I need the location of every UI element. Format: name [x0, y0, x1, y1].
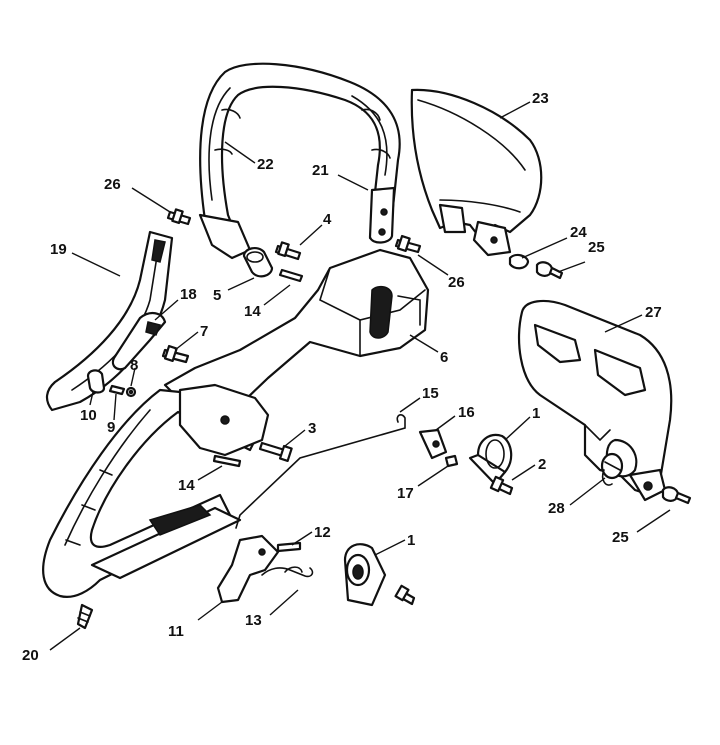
callout-5: 5	[213, 287, 221, 304]
callout-6: 6	[440, 349, 448, 366]
callout-28: 28	[548, 500, 565, 517]
callout-20: 20	[22, 647, 39, 664]
screw-2	[489, 475, 514, 496]
av-buffer-1-lower	[343, 543, 387, 607]
callout-18: 18	[180, 286, 197, 303]
callout-8: 8	[130, 357, 138, 374]
callout-4: 4	[323, 211, 332, 228]
callout-1-upper: 1	[532, 405, 540, 422]
screw-17	[444, 454, 459, 468]
leader-lines	[49, 101, 671, 651]
pin-12	[276, 541, 302, 553]
callout-26-upper: 26	[104, 176, 121, 193]
screw-25-lower	[661, 486, 692, 505]
rod-15	[235, 414, 406, 529]
pin-14-upper	[278, 268, 304, 283]
guard-23	[410, 88, 543, 270]
sleeve-10	[86, 369, 106, 394]
callout-17: 17	[397, 485, 414, 502]
callout-2: 2	[538, 456, 546, 473]
bushing-5	[242, 246, 274, 278]
screw-1-lower	[394, 584, 416, 606]
callout-25-upper: 25	[588, 239, 605, 256]
callout-21: 21	[312, 162, 329, 179]
callout-14-upper: 14	[244, 303, 261, 320]
lever-18	[111, 312, 167, 371]
callout-labels: 26 19 22 21 23 4 5 14 26 6 24 25 27 18 7…	[22, 90, 662, 664]
connector-16	[418, 428, 448, 460]
callout-19: 19	[50, 241, 67, 258]
trigger-11	[216, 534, 280, 604]
callout-14-lower: 14	[178, 477, 195, 494]
callout-7: 7	[200, 323, 208, 340]
spring-28	[600, 452, 624, 486]
screw-26-lower	[394, 234, 422, 254]
pin-9	[108, 384, 126, 396]
callout-10: 10	[80, 407, 97, 424]
callout-25-lower: 25	[612, 529, 629, 546]
callout-27: 27	[645, 304, 662, 321]
callout-26-lower: 26	[448, 274, 465, 291]
front-handle	[198, 62, 401, 260]
screw-25-upper	[535, 261, 564, 280]
handle-housing	[163, 248, 430, 407]
callout-13: 13	[245, 612, 262, 629]
screw-3	[258, 441, 293, 462]
screw-26-upper	[166, 208, 192, 226]
screw-20	[76, 603, 94, 630]
callout-15: 15	[422, 385, 439, 402]
callout-3: 3	[308, 420, 316, 437]
rear-handle	[42, 383, 270, 598]
screw-4	[274, 241, 302, 261]
spring-13	[261, 566, 314, 578]
callout-23: 23	[532, 90, 549, 107]
pin-14-lower	[212, 454, 242, 468]
callout-24: 24	[570, 224, 587, 241]
av-buffer-1-upper	[468, 433, 513, 486]
callout-16: 16	[458, 404, 475, 421]
callout-12: 12	[314, 524, 331, 541]
screw-7	[161, 344, 190, 364]
callout-22: 22	[257, 156, 274, 173]
callout-9: 9	[107, 419, 115, 436]
washer-8	[125, 386, 137, 398]
callout-11: 11	[168, 623, 184, 640]
callout-1-lower: 1	[407, 532, 415, 549]
hand-guard-27	[517, 299, 673, 502]
